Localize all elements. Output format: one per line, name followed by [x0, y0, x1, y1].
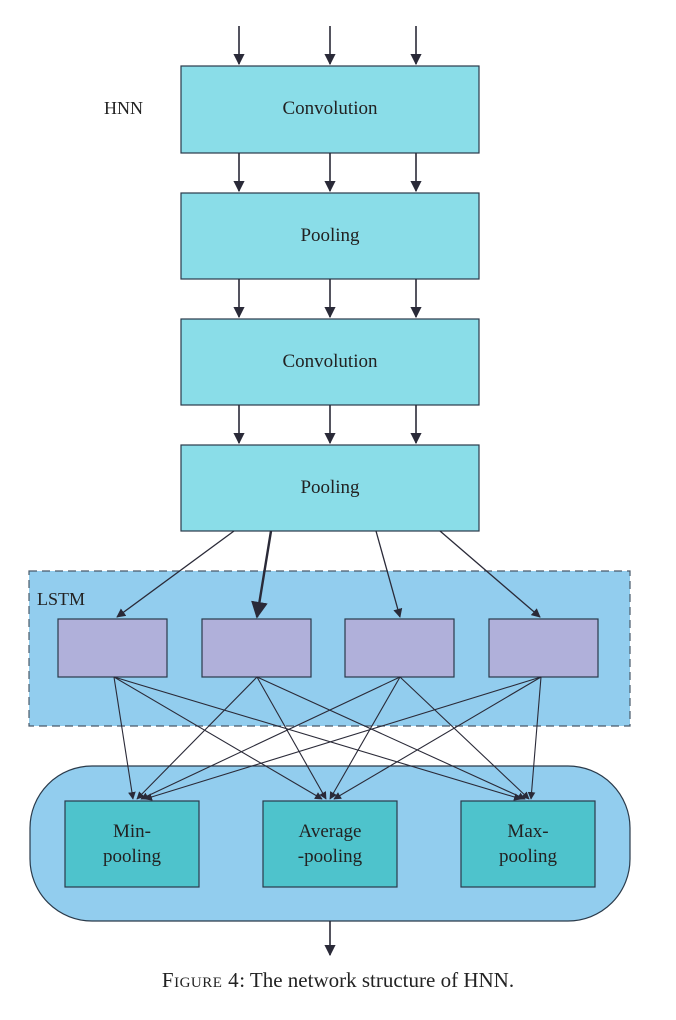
average-pooling-line2: -pooling	[298, 846, 363, 867]
max-pooling-line1: Max-	[507, 821, 548, 842]
layer-4-label: Pooling	[300, 477, 360, 498]
conn-2-min	[136, 676, 258, 800]
conn-4-avg	[333, 676, 542, 800]
to-lstm-2	[251, 530, 273, 619]
conn-3-avg	[329, 676, 401, 800]
conn-2-avg	[256, 676, 327, 800]
to-lstm-1	[116, 530, 235, 618]
figure-caption: Figure 4: The network structure of HNN.	[0, 968, 676, 993]
max-pooling-line2: pooling	[499, 846, 558, 867]
average-pooling-line1: Average	[299, 821, 362, 842]
conn-4-max	[527, 676, 542, 800]
average-pooling-box: Average -pooling	[262, 800, 398, 888]
hnn-label: HNN	[104, 98, 143, 118]
layer-1-label: Convolution	[282, 98, 378, 119]
layer-1-convolution: Convolution	[180, 65, 480, 154]
layer-2-label: Pooling	[300, 225, 360, 246]
conn-3-min	[140, 676, 401, 800]
conn-2-max	[256, 676, 526, 800]
layer-3-label: Convolution	[282, 351, 378, 372]
figure-label: Figure 4	[161, 968, 240, 992]
conn-1-min	[113, 676, 136, 800]
layer-arrows	[233, 26, 422, 445]
conn-4-min	[144, 676, 542, 801]
conn-1-max	[113, 676, 522, 801]
lstm-cell-3	[344, 618, 455, 678]
conn-1-avg	[113, 676, 323, 800]
lstm-label: LSTM	[37, 589, 85, 609]
min-pooling-box: Min- pooling	[64, 800, 200, 888]
caption-text: : The network structure of HNN.	[239, 968, 515, 992]
to-lstm-3	[375, 530, 403, 618]
max-pooling-box: Max- pooling	[460, 800, 596, 888]
layer-2-pooling: Pooling	[180, 192, 480, 280]
lstm-to-pool-connections	[113, 676, 542, 801]
min-pooling-line1: Min-	[113, 821, 151, 842]
lstm-cell-4	[488, 618, 599, 678]
layer-4-pooling: Pooling	[180, 444, 480, 532]
to-lstm-4	[439, 530, 541, 618]
lstm-cell-1	[57, 618, 168, 678]
pool-to-lstm-arrows	[116, 530, 541, 619]
lstm-cell-2	[201, 618, 312, 678]
conn-3-max	[399, 676, 530, 800]
layer-3-convolution: Convolution	[180, 318, 480, 406]
min-pooling-line2: pooling	[103, 846, 162, 867]
